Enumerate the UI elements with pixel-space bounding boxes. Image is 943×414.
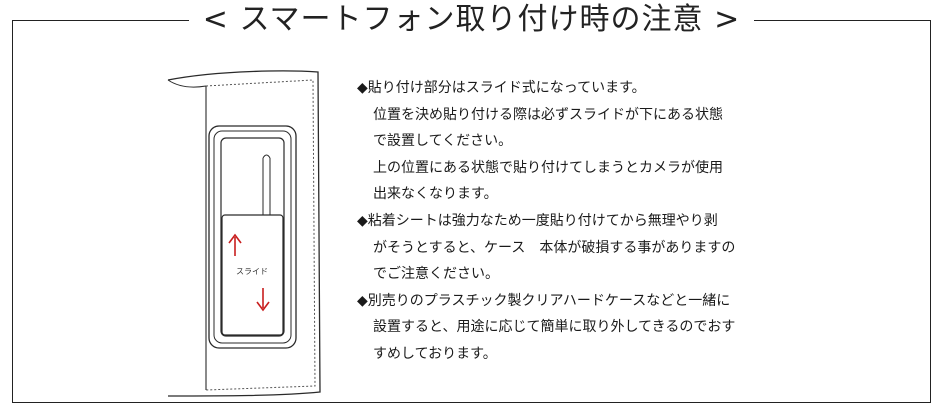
phone-case-illustration: スライド (167, 70, 321, 397)
page-title: < スマートフォン取り付け時の注意 > (188, 0, 755, 40)
note-2-line-1: がそうとすると、ケース 本体が破損する事がありますの (373, 239, 736, 256)
note-1-head: ◆貼り付け部分はスライド式になっています。 (357, 80, 646, 96)
up-arrow-icon (228, 233, 242, 256)
note-1: ◆貼り付け部分はスライド式になっています。 位置を決め貼り付ける際は必ずスライド… (357, 75, 797, 208)
note-3: ◆別売りのプラスチック製クリアハードケースなどと一緒に 設置すると、用途に応じて… (357, 288, 797, 368)
note-1-line-3: 上の位置にある状態で貼り付けてしまうとカメラが使用 (373, 159, 723, 176)
page-title-wrap: < スマートフォン取り付け時の注意 > (0, 0, 943, 40)
note-1-line-2: で設置してください。 (373, 133, 513, 150)
note-1-line-4: 出来なくなります。 (373, 186, 498, 203)
note-2: ◆粘着シートは強力なため一度貼り付けてから無理やり剥 がそうとすると、ケース 本… (357, 208, 797, 288)
note-2-head: ◆粘着シートは強力なため一度貼り付けてから無理やり剥 (357, 212, 718, 229)
note-3-head: ◆別売りのプラスチック製クリアハードケースなどと一緒に (357, 292, 731, 309)
slide-label: スライド (236, 267, 268, 276)
note-1-line-1: 位置を決め貼り付ける際は必ずスライドが下にある状態 (373, 106, 723, 123)
note-3-line-1: 設置すると、用途に応じて簡単に取り外してきるのでおす (373, 319, 736, 336)
caution-notes: ◆貼り付け部分はスライド式になっています。 位置を決め貼り付ける際は必ずスライド… (357, 75, 797, 368)
down-arrow-icon (256, 288, 270, 312)
note-3-line-2: すめしております。 (373, 345, 497, 362)
note-2-line-2: でご注意ください。 (373, 266, 499, 283)
